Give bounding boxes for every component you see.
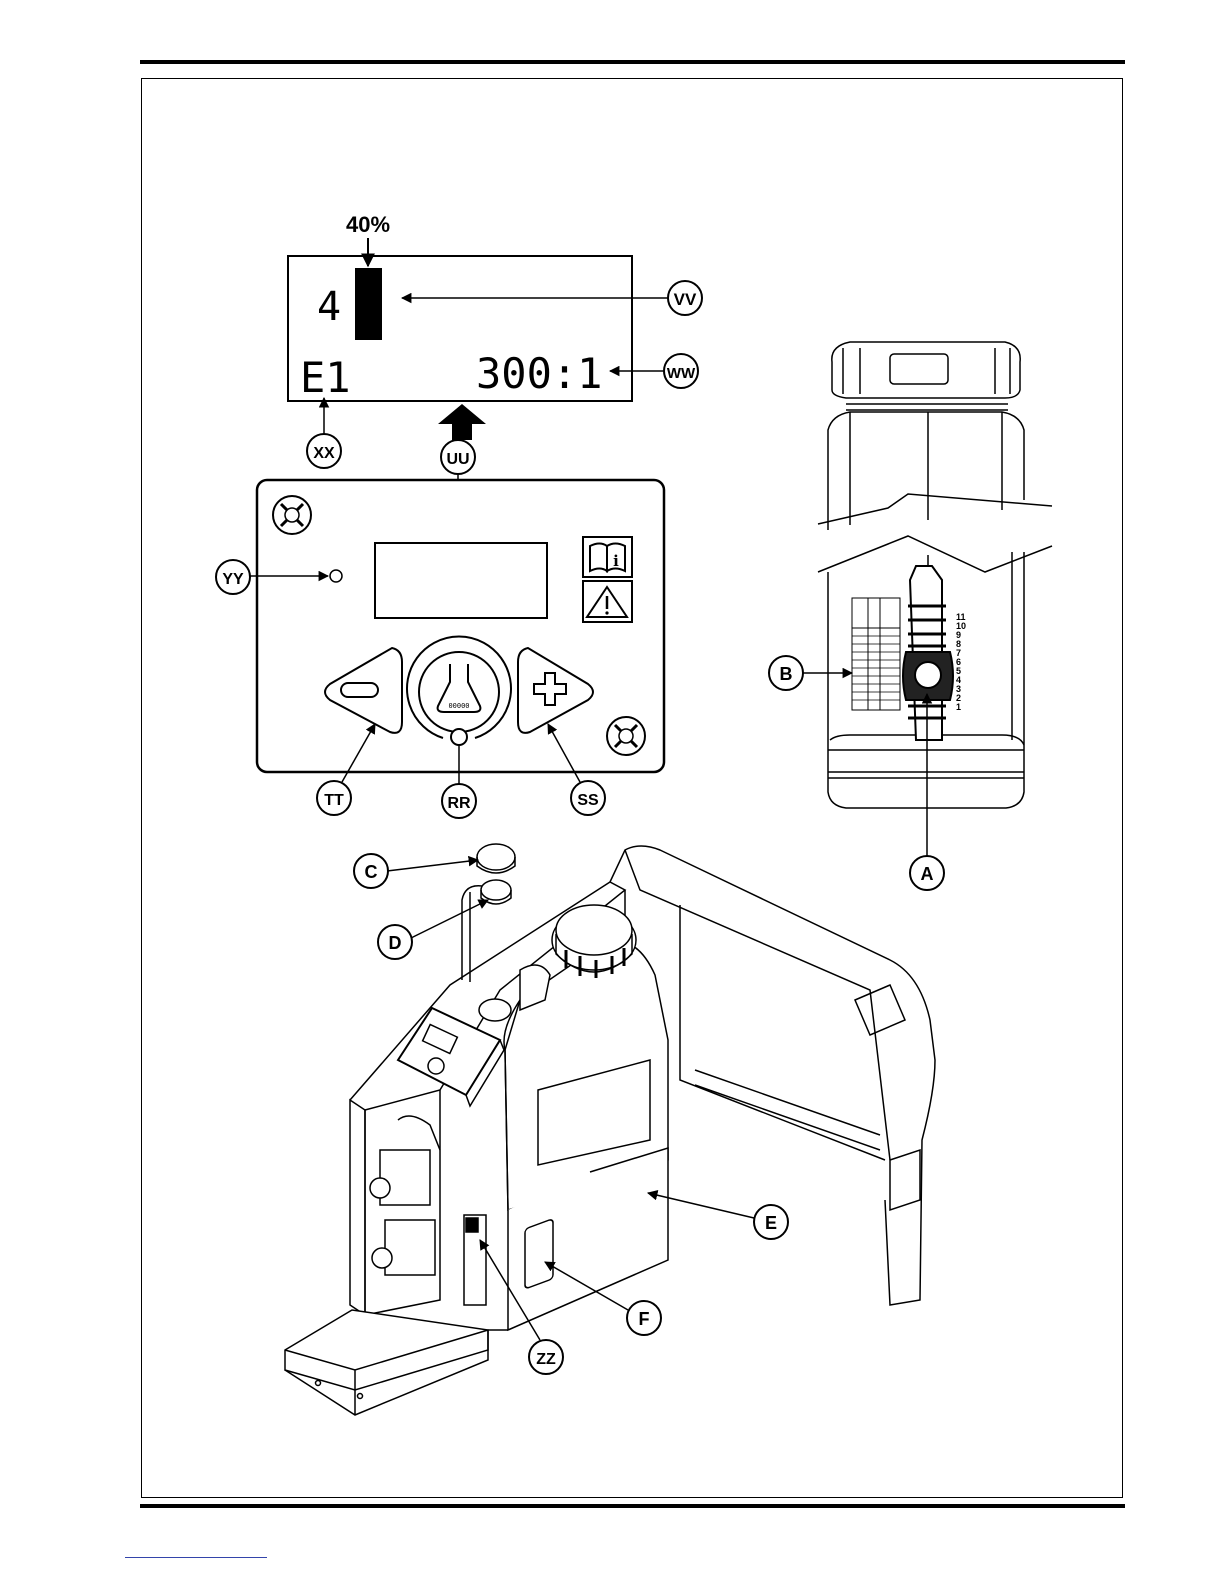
svg-text:i: i (613, 552, 619, 570)
fill-cap (477, 844, 515, 870)
svg-text:00000: 00000 (448, 702, 469, 710)
svg-text:B: B (780, 664, 793, 684)
svg-text:C: C (365, 862, 378, 882)
svg-text:VV: VV (674, 290, 697, 309)
fill-port (481, 880, 511, 900)
lcd-pointer-arrow (438, 404, 486, 440)
button-led (451, 729, 467, 745)
base-tray (285, 1310, 488, 1390)
control-panel: i 00000 (257, 480, 664, 772)
svg-text:WW: WW (667, 365, 696, 382)
svg-text:UU: UU (446, 451, 469, 468)
panel-screw-top-left (273, 496, 311, 534)
svg-text:RR: RR (447, 795, 471, 812)
bottle-scale-numbers: 11 10 9 8 7 6 5 4 3 2 1 (956, 612, 966, 712)
panel-screen (375, 543, 547, 618)
svg-text:D: D (389, 933, 402, 953)
svg-text:E: E (765, 1213, 777, 1233)
svg-text:A: A (921, 864, 934, 884)
pump-lower (372, 1220, 435, 1275)
bottle-detail (818, 342, 1052, 808)
svg-text:F: F (639, 1309, 650, 1329)
level-bar (355, 268, 382, 340)
svg-text:1: 1 (956, 702, 961, 712)
svg-text:ZZ: ZZ (536, 1351, 556, 1368)
lcd-detail: 40% 4 E1 300:1 (288, 212, 632, 440)
ratio-value: 300:1 (476, 349, 602, 398)
minus-icon (341, 683, 378, 697)
manual-info-icon: i (583, 537, 632, 577)
level-value: 4 (317, 284, 341, 330)
svg-text:TT: TT (324, 792, 344, 809)
access-window (525, 1219, 553, 1289)
warning-icon (583, 581, 632, 622)
pump-upper (370, 1116, 440, 1205)
svg-text:SS: SS (577, 792, 599, 809)
svg-text:XX: XX (313, 445, 335, 462)
indicator-led (330, 570, 342, 582)
error-code: E1 (300, 353, 351, 402)
percent-label: 40% (346, 212, 390, 237)
panel-screw-bottom-right (607, 717, 645, 755)
svg-text:YY: YY (222, 571, 244, 588)
